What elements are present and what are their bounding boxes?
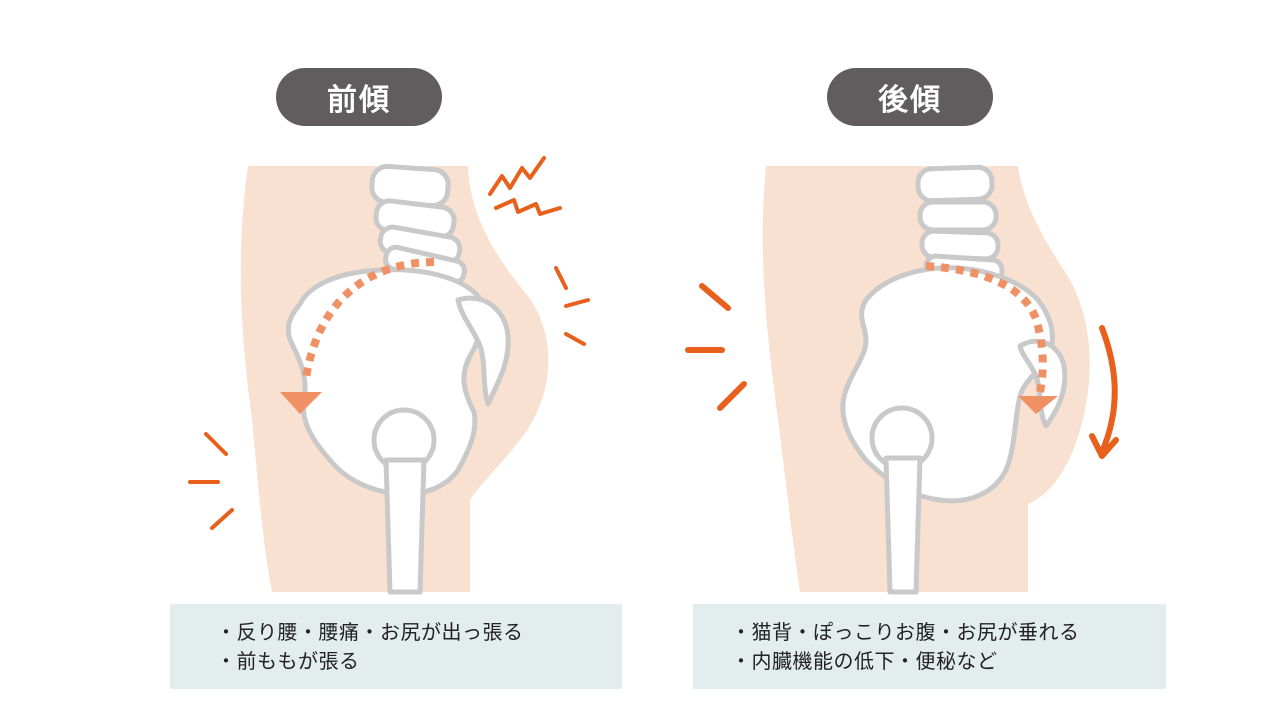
- femur-bone: [869, 405, 935, 595]
- tilt-direction-arrow: [302, 258, 435, 379]
- emphasis-lines-left: [188, 432, 234, 530]
- emphasis-lines-right: [554, 266, 590, 346]
- posterior-tilt-panel: 後傾 ・猫背・ぽっこりお腹・お尻が垂れる ・内臓機能の低下・便秘など: [640, 0, 1280, 720]
- posterior-tilt-illustration: [685, 164, 1119, 595]
- info-line: ・内臓機能の低下・便秘など: [731, 649, 998, 673]
- sagging-arrow: [1099, 325, 1118, 455]
- tilt-arrow-head: [1018, 396, 1058, 414]
- sagging-arrow-head: [1089, 433, 1119, 459]
- lumbar-spine: [369, 163, 467, 286]
- info-line: ・猫背・ぽっこりお腹・お尻が垂れる: [731, 620, 1080, 644]
- anterior-tilt-panel: 前傾 ・反り腰・腰痛・お尻が出っ張る ・前ももが張る: [170, 68, 622, 689]
- info-line: ・反り腰・腰痛・お尻が出っ張る: [216, 620, 524, 644]
- info-line: ・前ももが張る: [216, 649, 360, 673]
- anterior-tilt-info-box: ・反り腰・腰痛・お尻が出っ張る ・前ももが張る: [170, 604, 622, 689]
- sacrum-hook: [1017, 338, 1068, 429]
- sacrum-hook: [455, 295, 511, 407]
- tilt-arrow-head: [280, 392, 322, 414]
- posterior-tilt-title: 後傾: [827, 68, 993, 126]
- pain-zigzag-1: [488, 156, 546, 196]
- femur-bone: [371, 407, 437, 595]
- posterior-tilt-info-box: ・猫背・ぽっこりお腹・お尻が垂れる ・内臓機能の低下・便秘など: [693, 604, 1166, 689]
- anterior-tilt-illustration: [188, 156, 590, 595]
- anterior-tilt-title: 前傾: [276, 68, 442, 126]
- emphasis-lines-left: [685, 283, 747, 411]
- tilt-direction-arrow: [925, 262, 1047, 393]
- pain-zigzag-2: [494, 198, 562, 216]
